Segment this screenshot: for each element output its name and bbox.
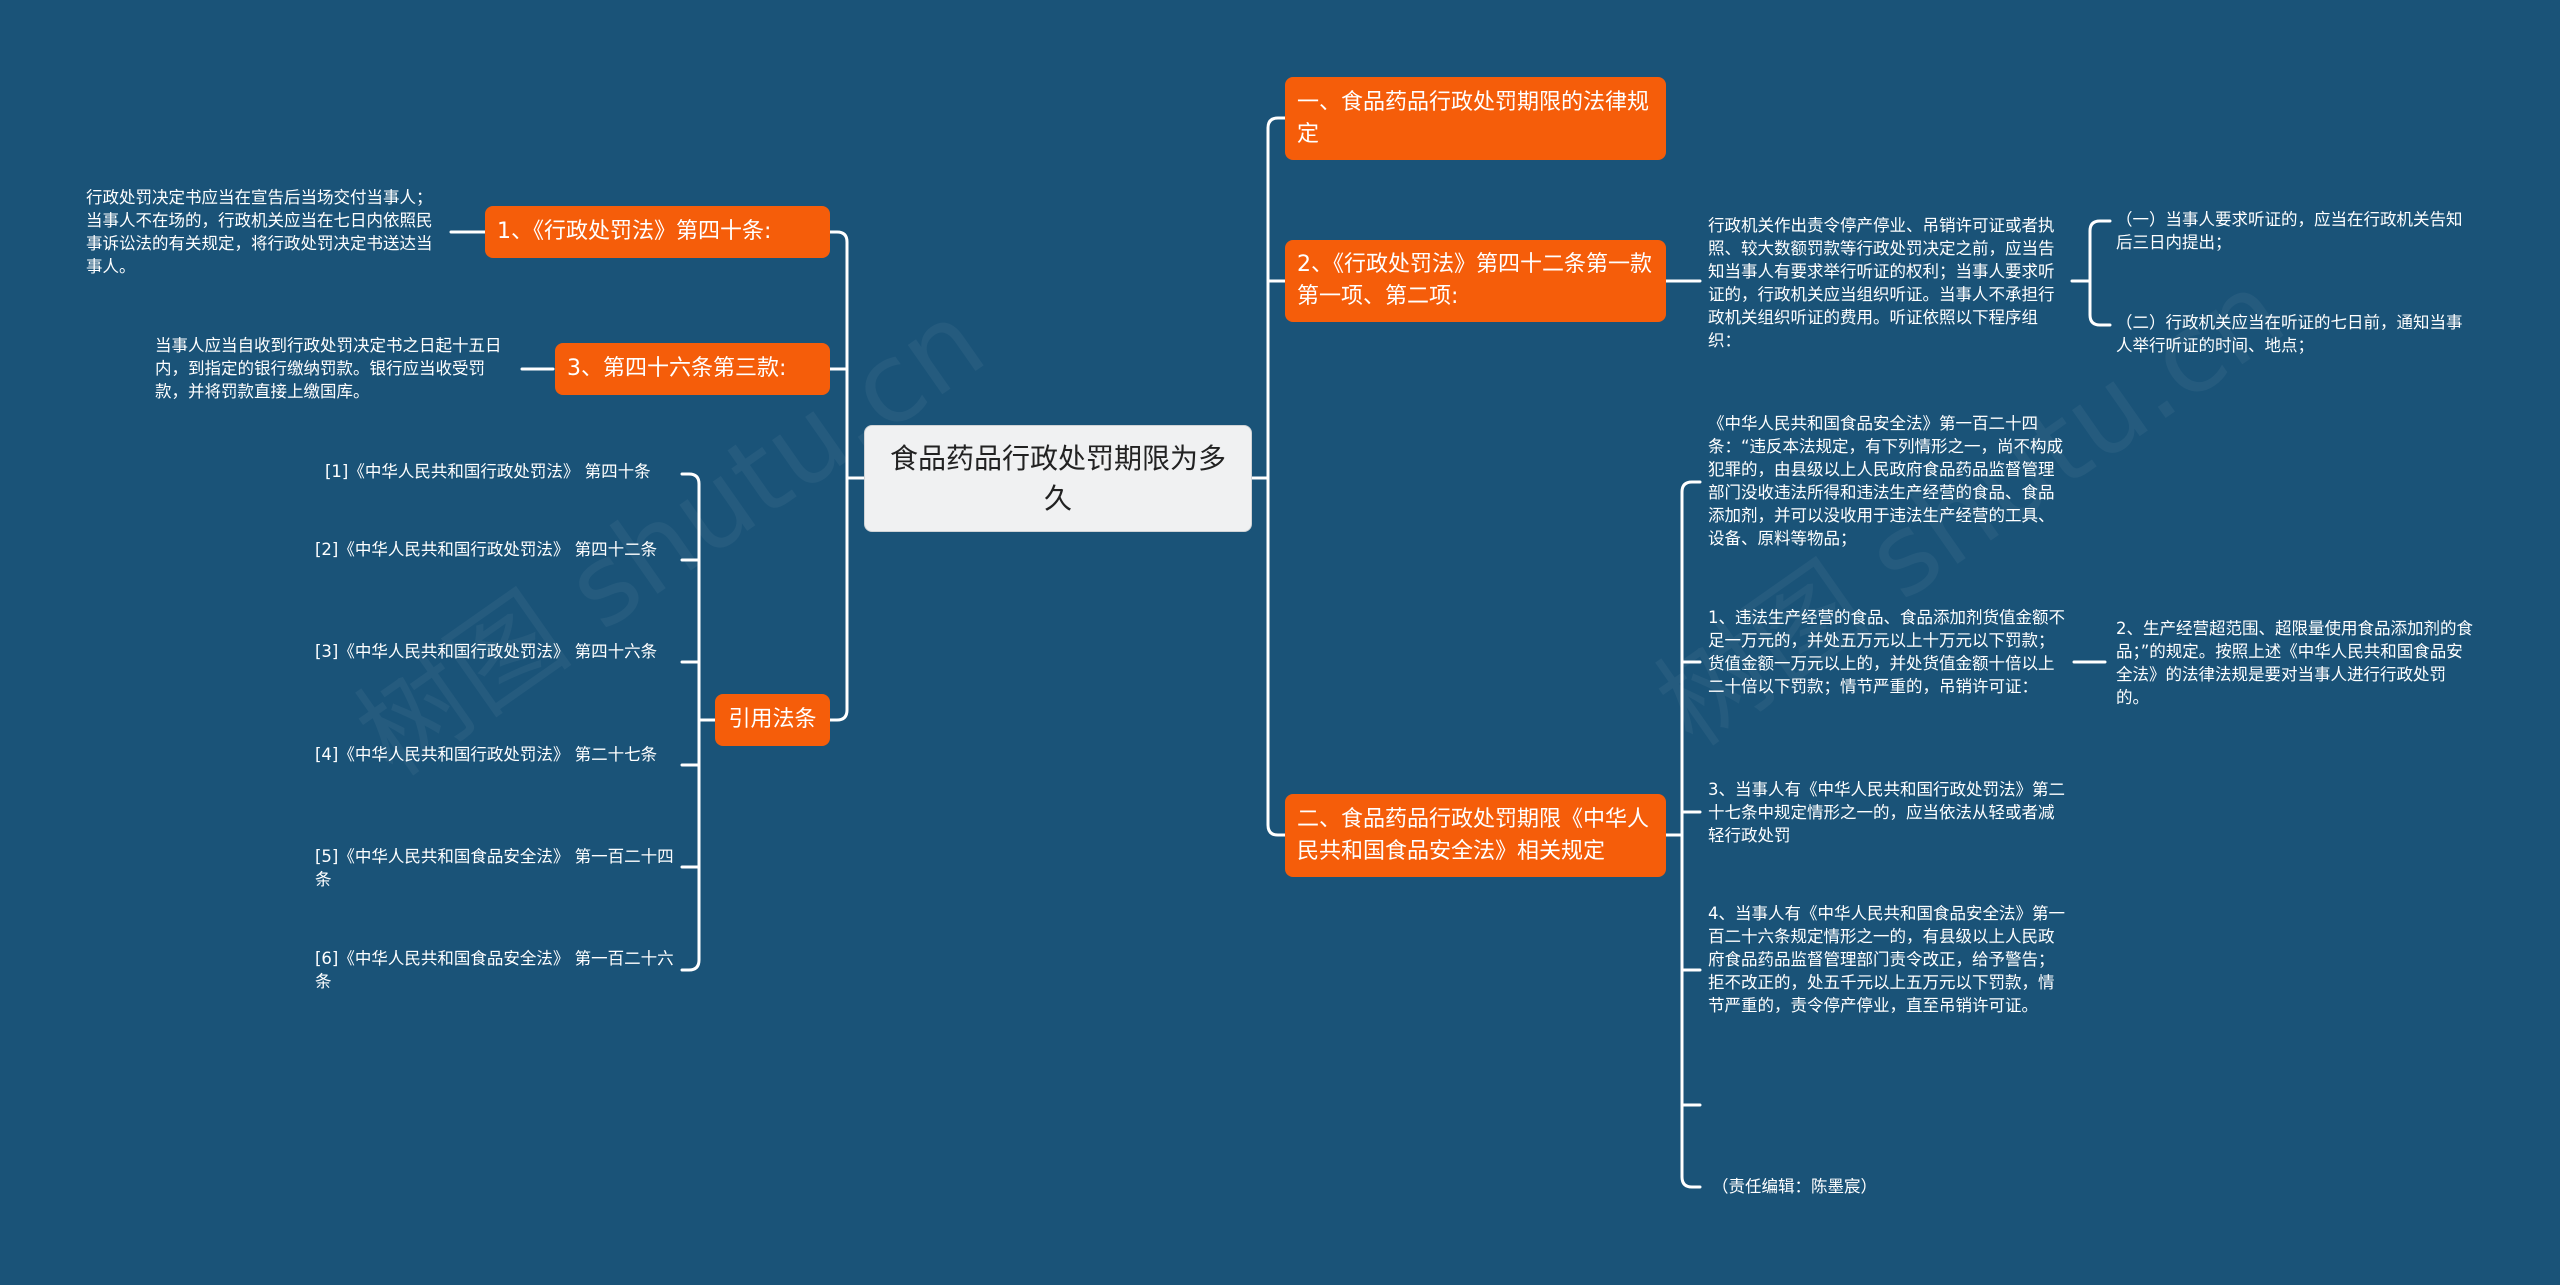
hearing-rule-2[interactable]: （二）行政机关应当在听证的七日前，通知当事人举行听证的时间、地点； (2116, 313, 2463, 355)
topic-label: 引用法条 (728, 707, 817, 732)
topic-article-40[interactable]: 1、《行政处罚法》第四十条: (485, 206, 830, 258)
food-law-item-4[interactable]: 4、当事人有《中华人民共和国食品安全法》第一百二十六条规定情形之一的，有县级以上… (1708, 904, 2065, 1015)
reference-item[interactable]: [5]《中华人民共和国食品安全法》 第一百二十四条 (315, 847, 674, 889)
topic-label: 二、食品药品行政处罚期限《中华人民共和国食品安全法》相关规定 (1297, 806, 1650, 864)
reference-item[interactable]: [6]《中华人民共和国食品安全法》 第一百二十六条 (315, 949, 674, 991)
food-law-item-2[interactable]: 2、生产经营超范围、超限量使用食品添加剂的食品；”的规定。按照上述《中华人民共和… (2116, 619, 2473, 707)
article-40-text[interactable]: 行政处罚决定书应当在宣告后当场交付当事人；当事人不在场的，行政机关应当在七日内依… (86, 188, 433, 276)
food-law-article-124[interactable]: 《中华人民共和国食品安全法》第一百二十四条：“违反本法规定，有下列情形之一，尚不… (1708, 414, 2064, 548)
hearing-rule-1[interactable]: （一）当事人要求听证的，应当在行政机关告知后三日内提出； (2116, 210, 2463, 252)
topic-article-46[interactable]: 3、第四十六条第三款: (555, 343, 830, 395)
central-topic-label: 食品药品行政处罚期限为多久 (889, 441, 1226, 515)
topic-cited-laws[interactable]: 引用法条 (715, 694, 830, 746)
topic-label: 1、《行政处罚法》第四十条: (497, 219, 772, 244)
reference-item[interactable]: [2]《中华人民共和国行政处罚法》 第四十二条 (315, 540, 658, 559)
food-law-item-3[interactable]: 3、当事人有《中华人民共和国行政处罚法》第二十七条中规定情形之一的，应当依法从轻… (1708, 780, 2065, 845)
topic-label: 3、第四十六条第三款: (567, 356, 787, 381)
topic-legal-provisions[interactable]: 一、食品药品行政处罚期限的法律规定 (1285, 77, 1666, 160)
article-42-text[interactable]: 行政机关作出责令停产停业、吊销许可证或者执照、较大数额罚款等行政处罚决定之前，应… (1708, 216, 2055, 350)
central-topic[interactable]: 食品药品行政处罚期限为多久 (864, 425, 1252, 532)
editor-credit[interactable]: （责任编辑：陈墨宸） (1712, 1177, 1877, 1196)
article-46-text[interactable]: 当事人应当自收到行政处罚决定书之日起十五日内，到指定的银行缴纳罚款。银行应当收受… (155, 336, 502, 401)
topic-label: 2、《行政处罚法》第四十二条第一款第一项、第二项: (1297, 252, 1652, 309)
topic-article-42[interactable]: 2、《行政处罚法》第四十二条第一款第一项、第二项: (1285, 240, 1666, 322)
reference-item[interactable]: [1]《中华人民共和国行政处罚法》 第四十条 (325, 462, 651, 481)
food-law-item-1[interactable]: 1、违法生产经营的食品、食品添加剂货值金额不足一万元的，并处五万元以上十万元以下… (1708, 608, 2065, 696)
reference-item[interactable]: [4]《中华人民共和国行政处罚法》 第二十七条 (315, 745, 658, 764)
topic-label: 一、食品药品行政处罚期限的法律规定 (1297, 89, 1650, 147)
topic-food-safety-law[interactable]: 二、食品药品行政处罚期限《中华人民共和国食品安全法》相关规定 (1285, 794, 1666, 877)
reference-item[interactable]: [3]《中华人民共和国行政处罚法》 第四十六条 (315, 642, 658, 661)
